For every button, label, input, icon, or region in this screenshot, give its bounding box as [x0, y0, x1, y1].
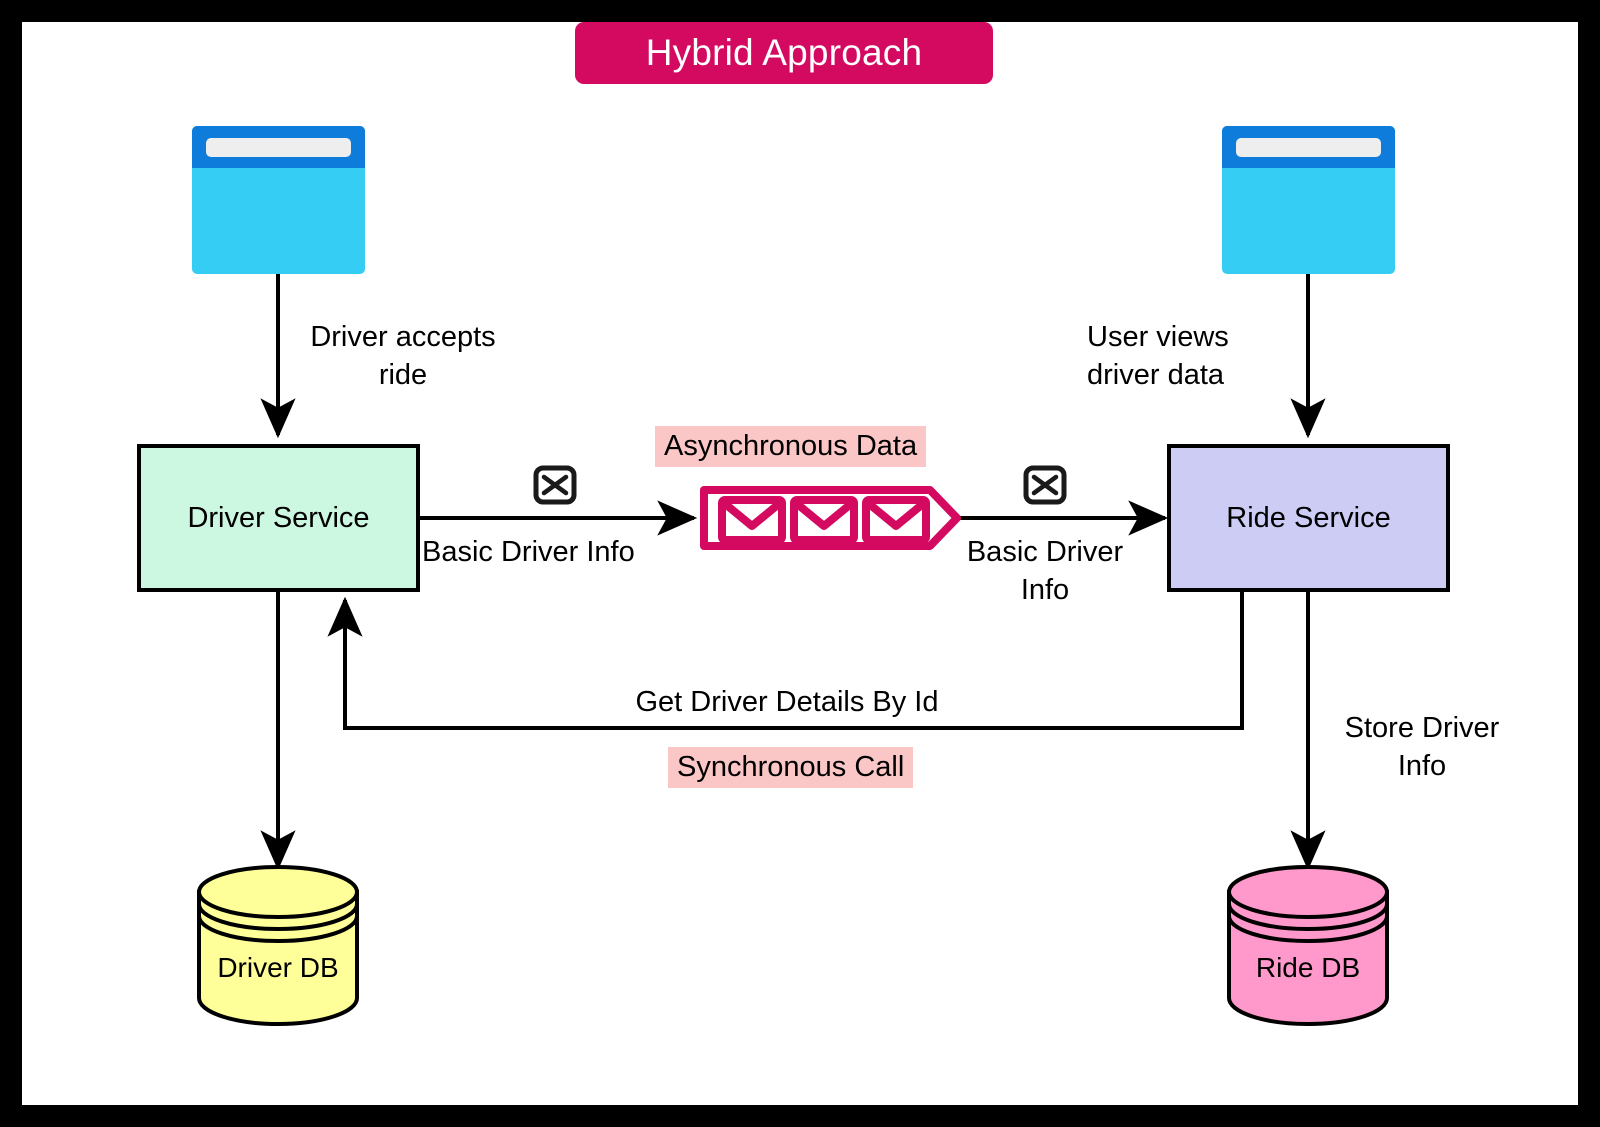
- edge-label-get-driver-details-by-id: Get Driver Details By Id: [635, 686, 939, 718]
- annotation-synchronous-call: Synchronous Call: [668, 747, 914, 788]
- node-driver-service[interactable]: Driver Service: [137, 444, 420, 592]
- driver-browser-window-icon: [192, 126, 365, 274]
- edge-label-store-driver-info: Store Driver Info: [1344, 712, 1500, 782]
- node-driver-service-label: Driver Service: [187, 501, 370, 534]
- annotation-asynchronous-data-wrap: Asynchronous Data: [655, 426, 927, 467]
- node-message-queue[interactable]: [698, 484, 964, 552]
- browser-address-bar: [1236, 137, 1381, 157]
- edge-label-user-views-driver-data: User views driver data: [1087, 321, 1229, 391]
- edge-label-basic-driver-info-in: Basic Driver Info: [966, 536, 1124, 606]
- page-title: Hybrid Approach: [575, 22, 993, 84]
- message-queue-icon: [700, 486, 961, 550]
- browser-title-bar: [192, 126, 365, 168]
- envelope-icon: [533, 465, 577, 505]
- browser-title-bar: [1222, 126, 1395, 168]
- node-driver-db[interactable]: Driver DB: [195, 864, 361, 1026]
- node-ride-service-label: Ride Service: [1226, 501, 1391, 534]
- node-driver-db-label: Driver DB: [217, 952, 339, 983]
- edge-label-basic-driver-info-out: Basic Driver Info: [422, 536, 635, 568]
- node-ride-db[interactable]: Ride DB: [1225, 864, 1391, 1026]
- annotation-asynchronous-data: Asynchronous Data: [655, 426, 927, 467]
- annotation-synchronous-call-wrap: Synchronous Call: [668, 747, 914, 788]
- node-ride-service[interactable]: Ride Service: [1167, 444, 1450, 592]
- ride-browser-window-icon: [1222, 126, 1395, 274]
- diagram-canvas: Hybrid Approach Driver Service Ride Serv…: [22, 22, 1578, 1105]
- envelope-icon-incoming: [1022, 464, 1068, 511]
- edge-label-driver-accepts-ride: Driver accepts ride: [310, 321, 496, 391]
- cylinder-shape: [1227, 865, 1389, 1026]
- envelope-icon: [1023, 465, 1067, 505]
- cylinder-shape: [197, 865, 359, 1026]
- envelope-icon-outgoing: [532, 464, 578, 511]
- browser-address-bar: [206, 137, 351, 157]
- node-ride-db-label: Ride DB: [1255, 952, 1361, 983]
